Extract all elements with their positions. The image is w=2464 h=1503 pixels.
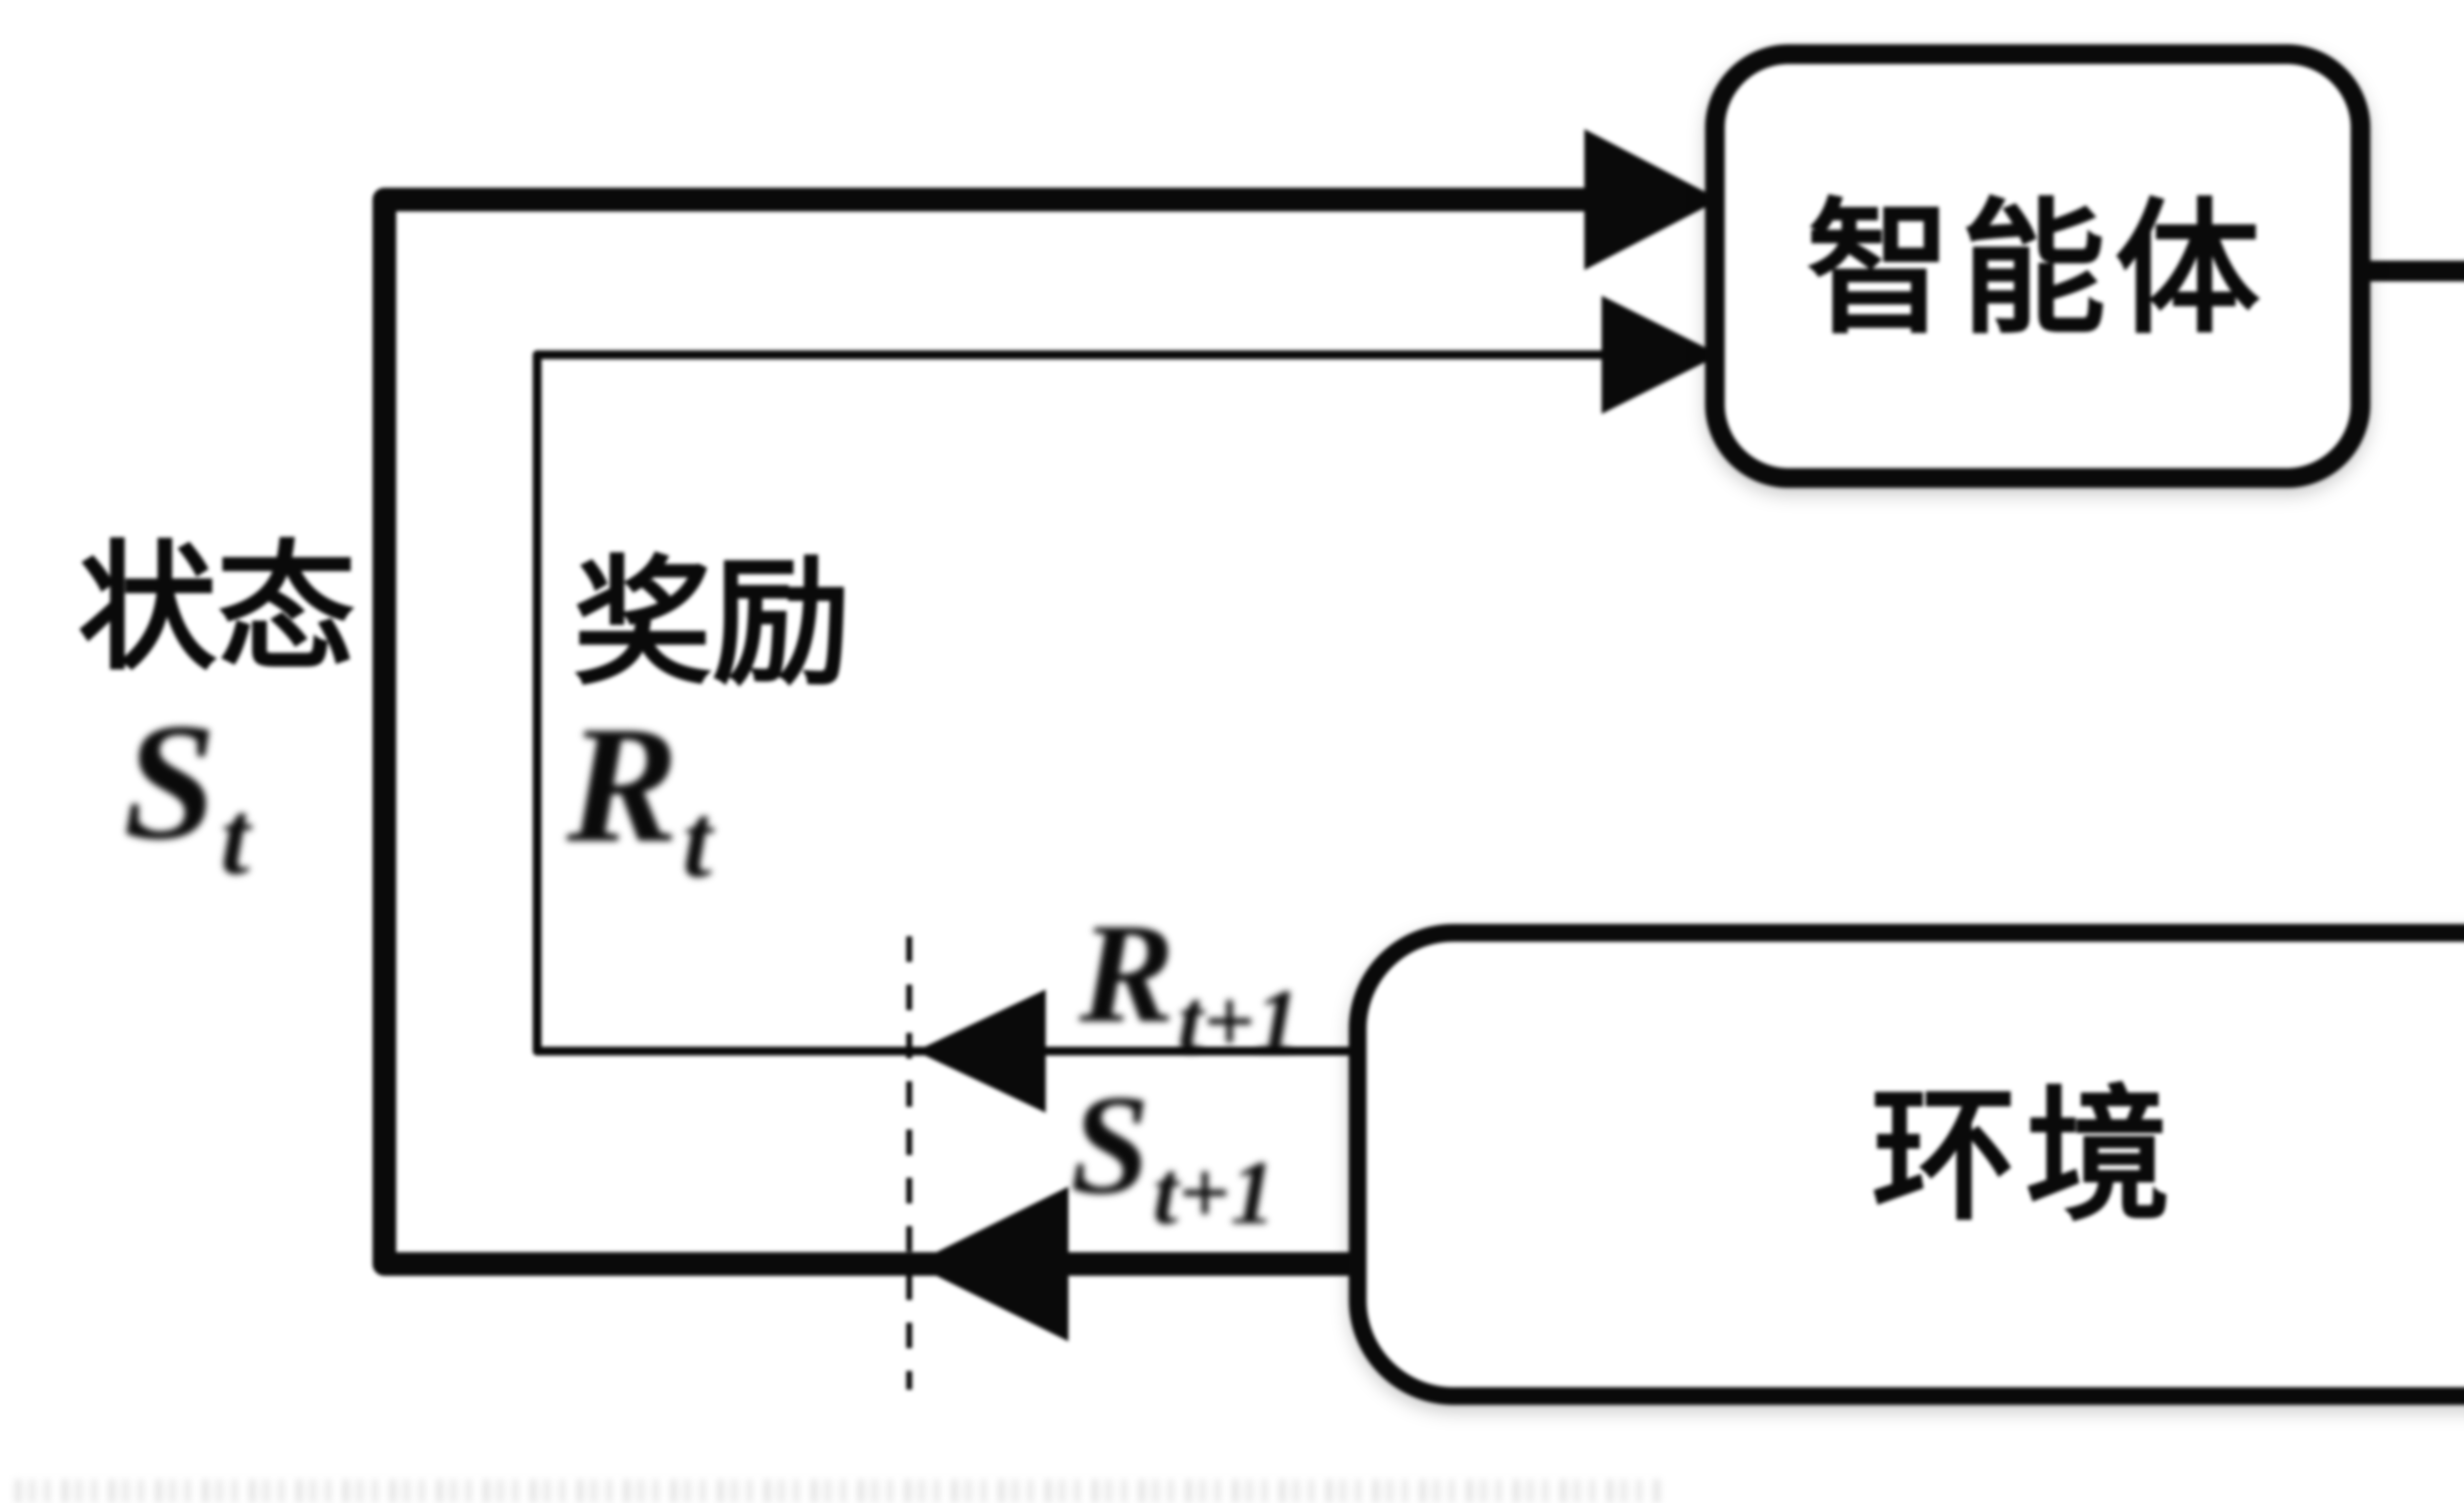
reward-symbol-subscript: t [683, 782, 715, 899]
next-reward-symbol-subscript: t+1 [1177, 971, 1300, 1072]
next-state-symbol-subscript: t+1 [1153, 1142, 1275, 1243]
state-symbol-base: S [123, 688, 216, 874]
next-reward-symbol-label: Rt+1 [1077, 894, 1300, 1072]
reward-arrowhead-into-agent [1602, 296, 1720, 414]
state-symbol-subscript: t [220, 779, 253, 896]
next-state-symbol-label: St+1 [1070, 1065, 1276, 1243]
state-symbol-label: St [123, 688, 253, 896]
cropped-caption-fragment-strip [15, 1479, 1661, 1503]
next-reward-arrowhead-left [916, 990, 1046, 1113]
reward-symbol-label: Rt [564, 691, 715, 899]
next-reward-symbol-base: R [1077, 894, 1174, 1052]
state-arrowhead-into-agent [1584, 129, 1720, 270]
state-loop-line [373, 188, 1621, 1276]
environment-node-label: 环境 [1871, 1077, 2180, 1238]
reward-word-label: 奖励 [573, 547, 851, 701]
agent-node-label: 智能体 [1807, 190, 2269, 351]
next-state-symbol-base: S [1070, 1065, 1150, 1224]
next-state-arrowhead-left [913, 1187, 1068, 1341]
environment-node-box [1349, 924, 2464, 1405]
agent-node-box [1705, 44, 2370, 488]
reward-symbol-base: R [564, 691, 679, 877]
state-word-label: 状态 [78, 533, 356, 686]
